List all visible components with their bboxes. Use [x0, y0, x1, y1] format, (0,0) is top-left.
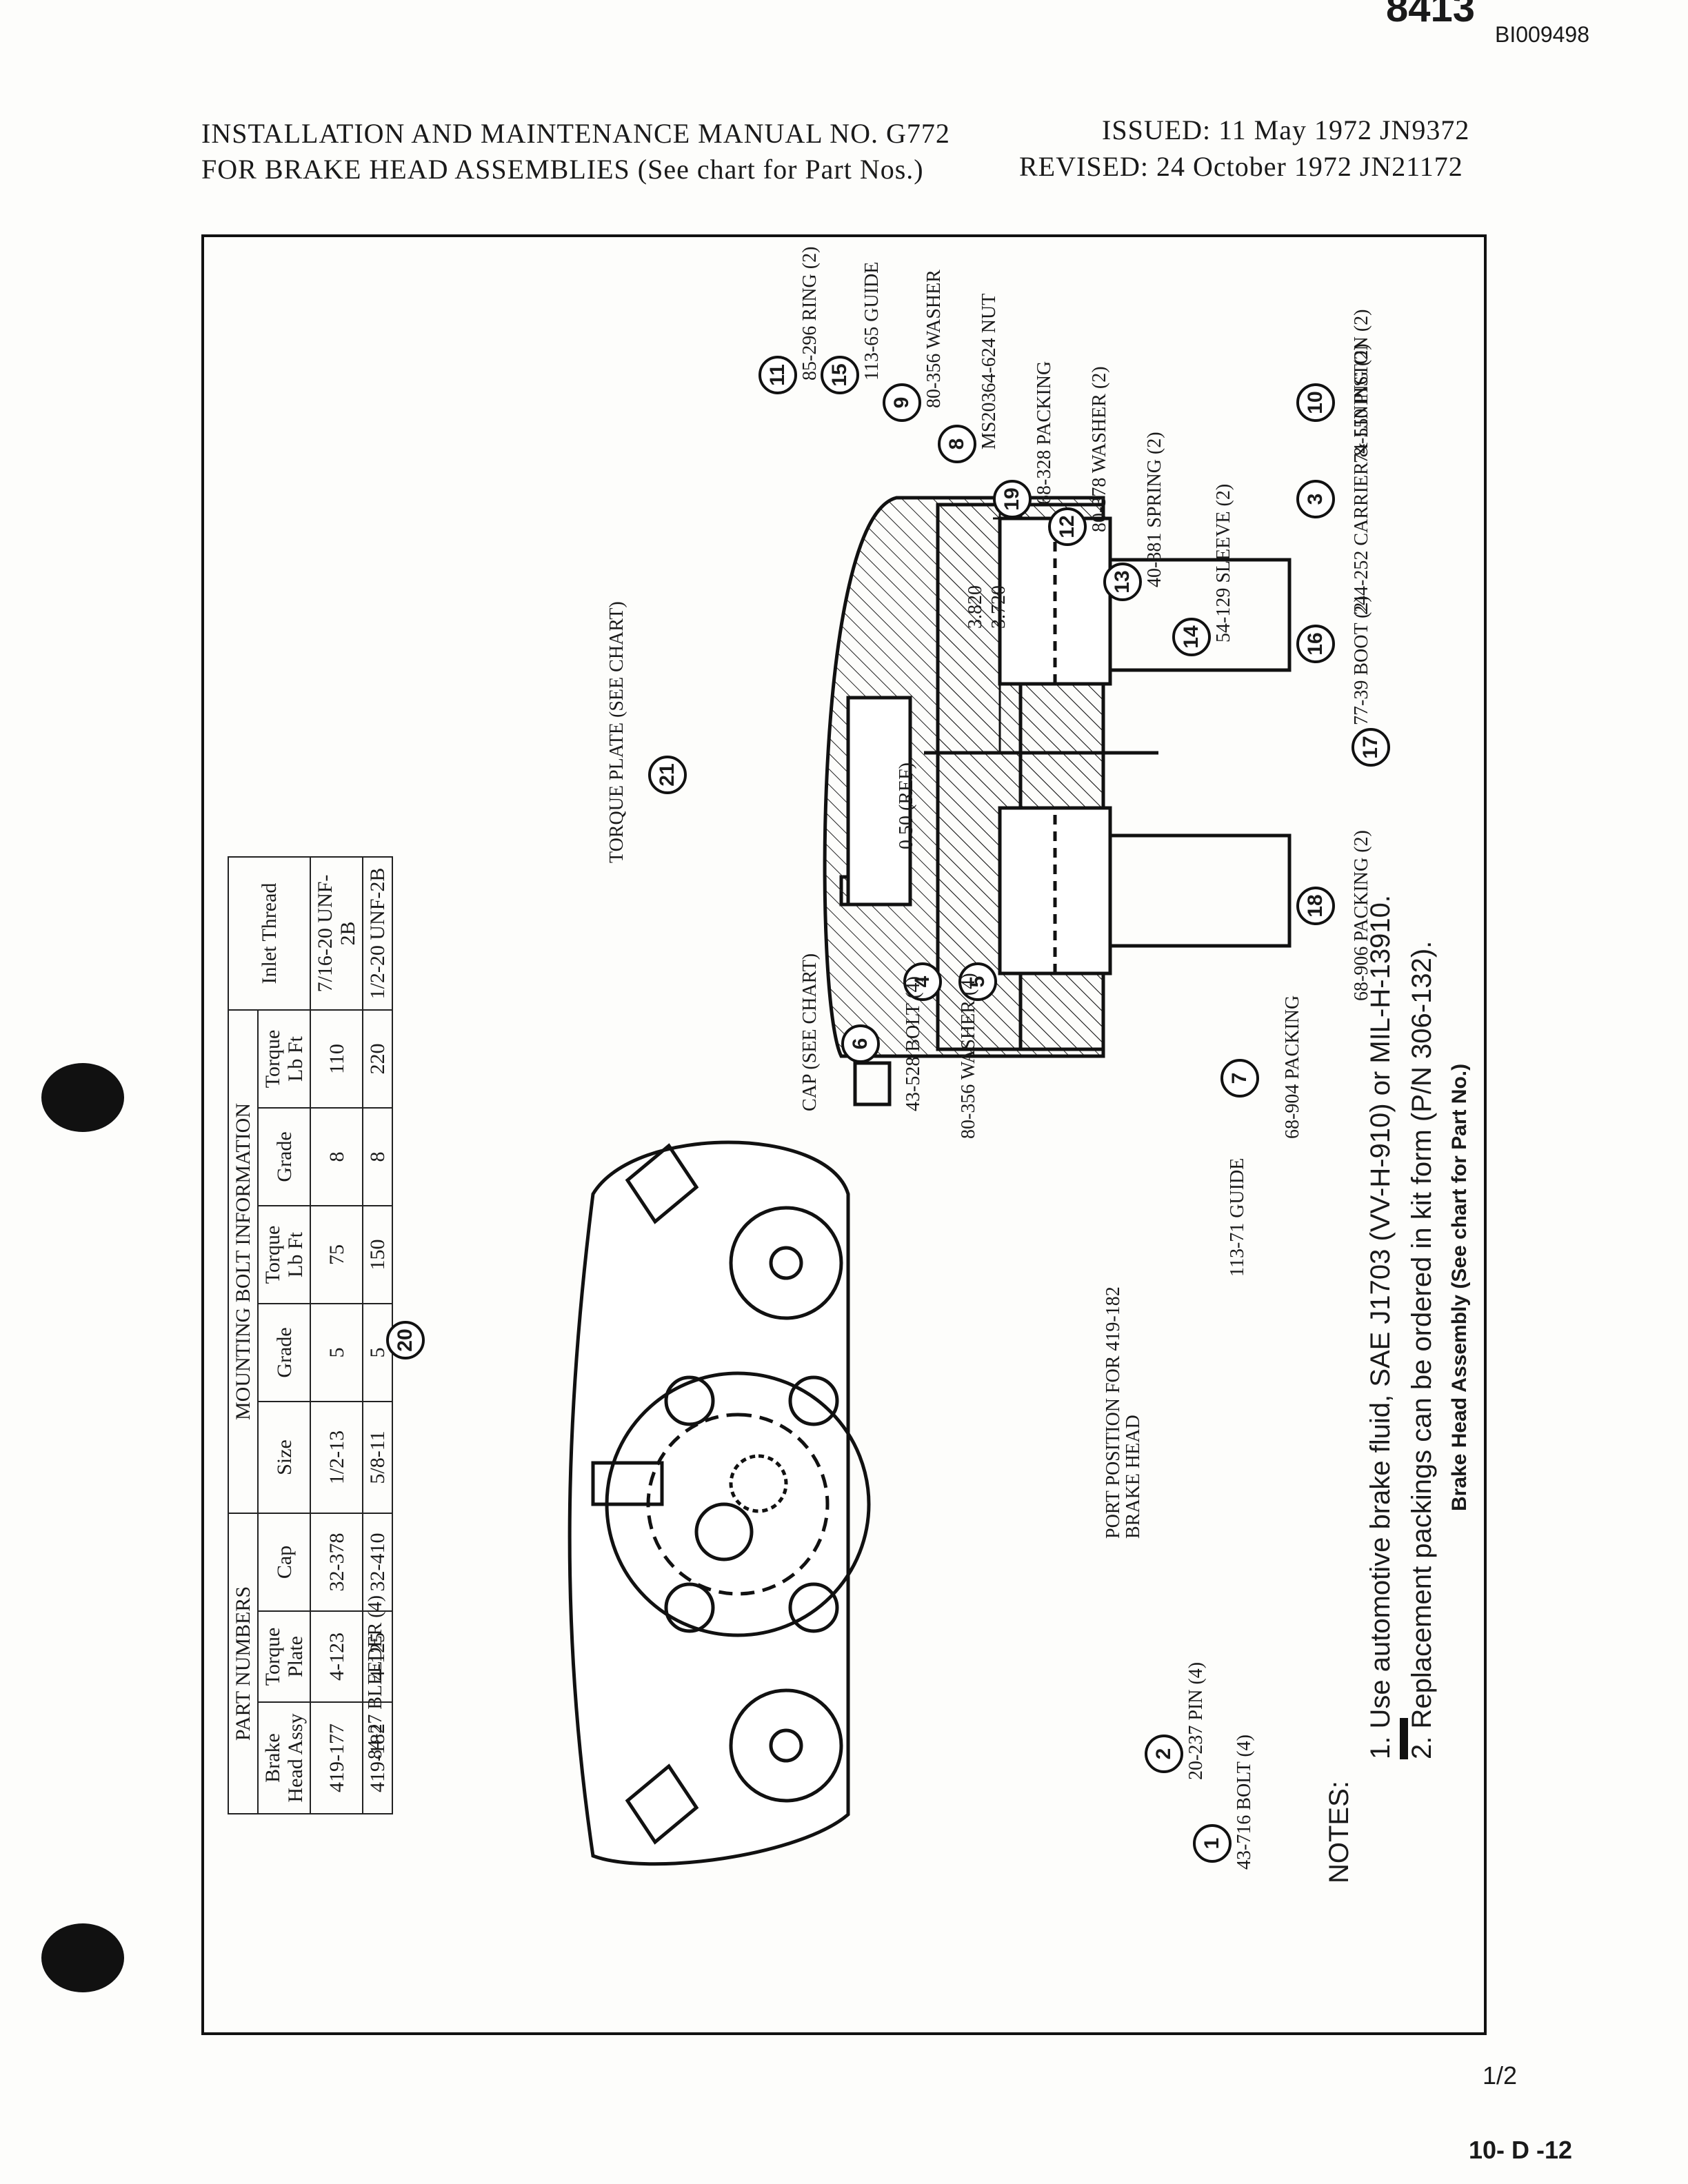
- issued-line: ISSUED: 11 May 1972 JN9372: [1102, 114, 1469, 146]
- callout-1: 1: [1193, 1824, 1232, 1863]
- notes-title: NOTES:: [1324, 1781, 1354, 1883]
- callout-11: 11: [758, 356, 797, 394]
- callout-7: 7: [1220, 1059, 1259, 1098]
- callout-8-label: MS20364-624 NUT: [978, 293, 1000, 449]
- punch-hole-bottom: [41, 1923, 124, 1992]
- callout-21: 21: [648, 756, 687, 794]
- callout-1-label: 43-716 BOLT (4): [1234, 1735, 1255, 1870]
- callout-15-label: 113-65 GUIDE: [861, 261, 883, 381]
- revision-bar: [1400, 1718, 1408, 1759]
- callout-16-label: 77-39 BOOT (2): [1351, 596, 1372, 725]
- document-id: BI009498: [1495, 22, 1590, 47]
- callout-12: 12: [1048, 507, 1087, 546]
- page-fraction: 1/2: [1483, 2061, 1518, 2090]
- revised-line: REVISED: 24 October 1972 JN21172: [1019, 150, 1463, 183]
- callout-18: 18: [1296, 887, 1335, 925]
- callout-2-label: 20-237 PIN (4): [1185, 1661, 1207, 1780]
- callout-17: 17: [1352, 728, 1390, 767]
- callout-15: 15: [821, 356, 859, 394]
- callout-20: 20: [386, 1321, 425, 1359]
- rotated-figure: PART NUMBERS MOUNTING BOLT INFORMATION I…: [207, 240, 1487, 2035]
- callout-7-label: 113-71 GUIDE: [1227, 1157, 1248, 1277]
- dimension-ref: 0.50 (REF): [896, 762, 917, 849]
- figure-caption: Brake Head Assembly (See chart for Part …: [1448, 1063, 1471, 1511]
- callout-10: 10: [1296, 383, 1335, 422]
- callout-10-label: 74-550 PISTON (2): [1351, 309, 1372, 463]
- note-2: 2. Replacement packings can be ordered i…: [1407, 940, 1437, 1759]
- port-position-label: PORT POSITION FOR 419-182 BRAKE HEAD: [1103, 1286, 1145, 1539]
- callout-9: 9: [883, 383, 921, 422]
- callout-19: 19: [993, 480, 1032, 518]
- top-page-number: 8413: [1386, 0, 1476, 30]
- page-code: 10- D -12: [1469, 2136, 1573, 2164]
- dimension-3720: 3.720: [988, 585, 1009, 629]
- callout-5-label: 80-356 WASHER (4): [958, 973, 979, 1139]
- callout-11-label: 85-296 RING (2): [799, 246, 821, 381]
- brake-head-drawing: [567, 491, 1292, 1866]
- callout-3: 3: [1296, 480, 1335, 518]
- callout-12-label: 80-378 WASHER (2): [1089, 366, 1110, 532]
- revised-value: 24 October 1972 JN21172: [1156, 151, 1463, 182]
- callout-18-label: 68-904 PACKING: [1282, 995, 1303, 1139]
- callout-9-label: 80-356 WASHER: [923, 270, 945, 408]
- callout-14: 14: [1172, 618, 1211, 656]
- callout-8: 8: [938, 425, 976, 463]
- callout-13-label: 40-381 SPRING (2): [1144, 432, 1165, 587]
- callout-13: 13: [1103, 563, 1142, 601]
- callout-6-label: CAP (SEE CHART): [799, 953, 821, 1111]
- end-view: [567, 875, 892, 1866]
- callout-19-label: 68-328 PACKING: [1034, 361, 1055, 505]
- issued-value: 11 May 1972 JN9372: [1218, 114, 1470, 145]
- revised-label: REVISED:: [1019, 151, 1149, 182]
- callout-14-label: 54-129 SLEEVE (2): [1213, 483, 1234, 643]
- manual-title-line1: INSTALLATION AND MAINTENANCE MANUAL NO. …: [201, 118, 950, 149]
- callout-4-label: 43-528 BOLT (4): [903, 976, 924, 1111]
- callout-16: 16: [1296, 625, 1335, 663]
- callout-2: 2: [1145, 1735, 1183, 1773]
- note-1: 1. Use automotive brake fluid, SAE J1703…: [1365, 895, 1396, 1759]
- figure-frame: PART NUMBERS MOUNTING BOLT INFORMATION I…: [201, 234, 1487, 2035]
- manual-title-line2: FOR BRAKE HEAD ASSEMBLIES (See chart for…: [201, 154, 924, 185]
- issued-label: ISSUED:: [1102, 114, 1212, 145]
- callout-21-label: TORQUE PLATE (SEE CHART): [606, 601, 627, 863]
- section-view: [823, 496, 1292, 1058]
- callout-6: 6: [841, 1024, 880, 1063]
- callout-20-label: 84-27 BLEEDER (4): [365, 1595, 386, 1759]
- dimension-lines: [958, 491, 1021, 754]
- dimension-3820: 3.820: [965, 585, 986, 629]
- punch-hole-top: [41, 1063, 124, 1132]
